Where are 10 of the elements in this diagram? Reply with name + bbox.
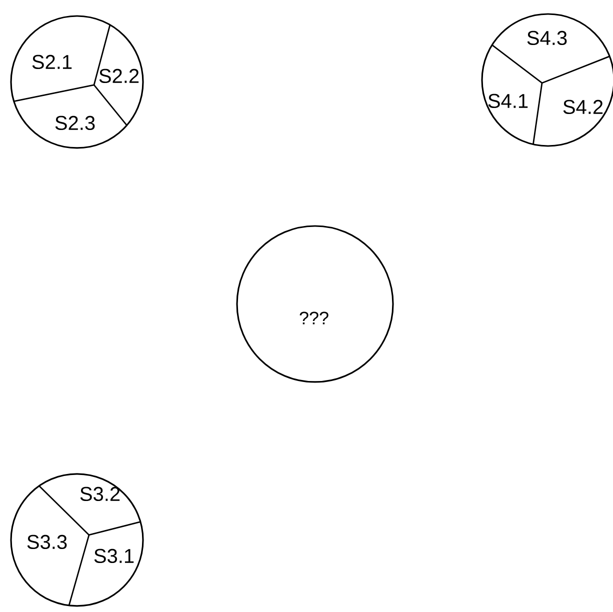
sector-label: ??? <box>300 312 328 324</box>
sector-label: S4.1 <box>488 94 528 108</box>
sector-label: S2.1 <box>32 54 72 70</box>
sector-label: S3.2 <box>80 486 120 502</box>
sector-label: S2.2 <box>99 68 139 84</box>
sector-label: S3.1 <box>94 548 134 564</box>
sector-label: S2.3 <box>55 116 95 130</box>
sector-label: S3.3 <box>27 534 67 550</box>
sector-label: S4.3 <box>527 30 567 46</box>
sector-label: S4.2 <box>563 100 603 114</box>
